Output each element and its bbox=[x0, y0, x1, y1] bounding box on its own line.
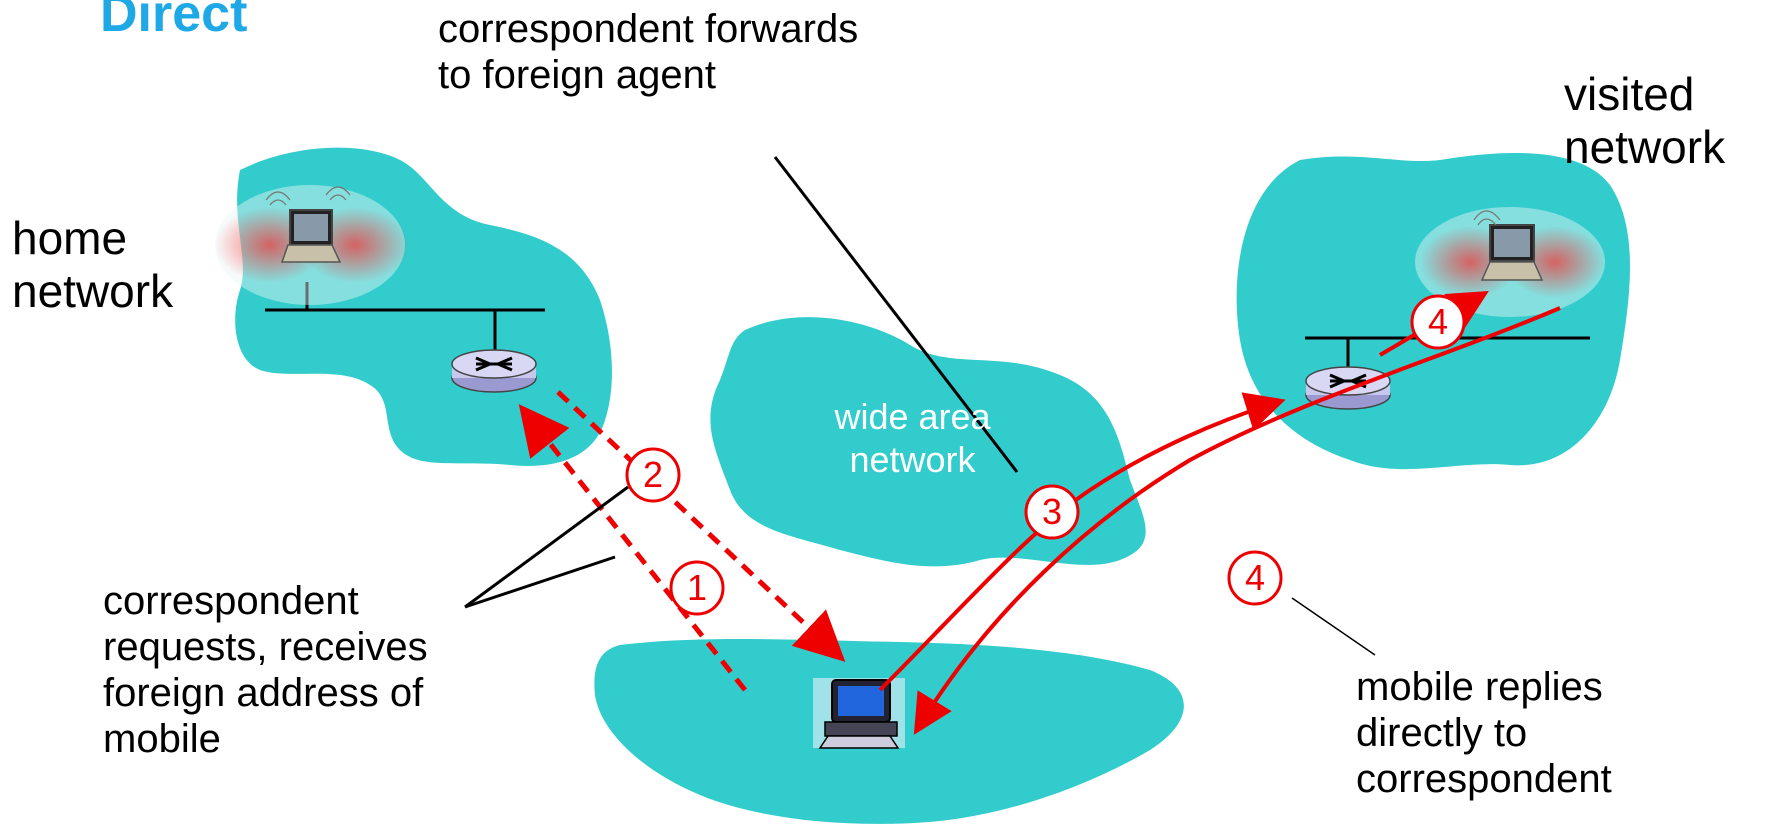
correspondent-requests-line-3: foreign address of bbox=[103, 671, 424, 715]
mobile-replies-line-3: correspondent bbox=[1356, 757, 1612, 801]
step1-number: 1 bbox=[687, 567, 707, 608]
step4-reply-circle bbox=[1227, 550, 1283, 606]
correspondent-requests-line-2: requests, receives bbox=[103, 625, 428, 669]
mobile-replies-line-2: directly to bbox=[1356, 711, 1528, 755]
step4-visited-number: 4 bbox=[1428, 301, 1448, 342]
step4-reply-arrow bbox=[913, 306, 1561, 735]
step3-arrow bbox=[878, 392, 1286, 692]
mobile-replies-line-1: mobile replies bbox=[1356, 665, 1603, 709]
visited-laptop-icon bbox=[1415, 207, 1605, 317]
step4-visited-circle bbox=[1410, 294, 1466, 350]
wide-area-network-label: wide area network bbox=[800, 395, 1025, 481]
step1-circle bbox=[669, 560, 725, 616]
correspondent-forwards-line-2: to foreign agent bbox=[438, 53, 716, 97]
correspondent-requests-line-1: correspondent bbox=[103, 579, 359, 623]
home-router-icon bbox=[451, 349, 537, 393]
step3-number: 3 bbox=[1042, 491, 1062, 532]
mobile-replies-label: mobile replies directly to correspondent bbox=[1356, 664, 1612, 802]
step4-reply-number: 4 bbox=[1245, 557, 1265, 598]
home-network-line-2: network bbox=[12, 264, 174, 317]
home-network-label: home network bbox=[12, 212, 173, 318]
slide-title: Direct bbox=[100, 0, 248, 43]
visited-network-label: visited network bbox=[1564, 68, 1725, 174]
home-network-line-1: home bbox=[12, 212, 128, 264]
correspondent-desktop-computer-icon bbox=[813, 678, 905, 749]
home-laptop-icon bbox=[215, 185, 410, 305]
wide-area-network-line-2: network bbox=[849, 439, 976, 481]
visited-router-icon bbox=[1305, 366, 1391, 410]
step3-circle bbox=[1024, 484, 1080, 540]
step1-arrow bbox=[556, 390, 846, 662]
correspondent-forwards-line-1: correspondent forwards bbox=[438, 7, 859, 51]
wide-area-network-line-1: wide area bbox=[834, 396, 991, 437]
step2-arrow bbox=[518, 404, 747, 692]
correspondent-requests-label: correspondent requests, receives foreign… bbox=[103, 578, 428, 762]
visited-network-line-2: network bbox=[1564, 120, 1726, 173]
step2-number: 2 bbox=[643, 454, 663, 495]
visited-network-line-1: visited bbox=[1564, 68, 1695, 120]
step2-circle bbox=[625, 447, 681, 503]
correspondent-requests-line-4: mobile bbox=[103, 717, 221, 761]
correspondent-forwards-label: correspondent forwards to foreign agent bbox=[438, 6, 858, 98]
